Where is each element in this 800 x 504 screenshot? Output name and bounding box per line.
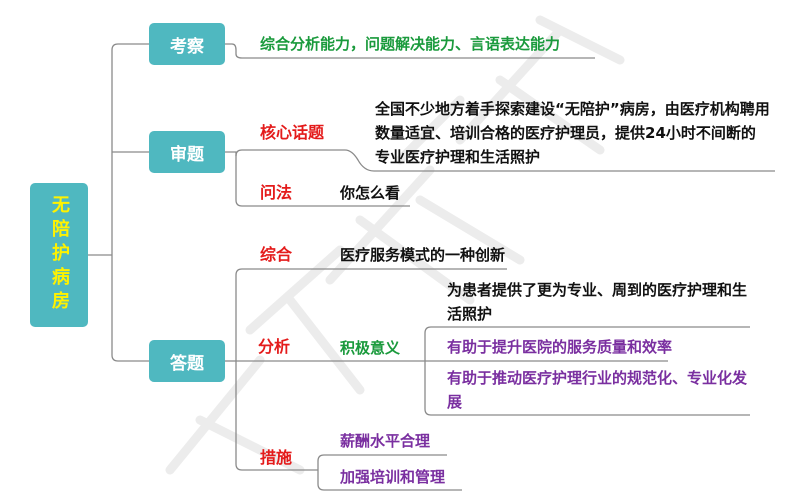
- measure-item-2: 加强培训和管理: [340, 468, 446, 486]
- core-topic-label: 核心话题: [260, 123, 325, 142]
- node-kaocha[interactable]: 考察: [149, 23, 225, 65]
- analysis-sub-label: 积极意义: [340, 339, 401, 357]
- analysis-point-3: 有助于推动医疗护理行业的规范化、专业化发展: [447, 369, 748, 411]
- analysis-label: 分析: [258, 337, 291, 356]
- measure-item-1: 薪酬水平合理: [340, 432, 431, 450]
- summary-content: 医疗服务模式的一种创新: [340, 246, 506, 264]
- root-node[interactable]: 无陪护病房: [30, 183, 88, 327]
- measures-label: 措施: [260, 448, 293, 467]
- core-topic-content: 全国不少地方着手探索建设“无陪护”病房，由医疗机构聘用数量适宜、培训合格的医疗护…: [375, 100, 770, 166]
- node-shenti[interactable]: 审题: [149, 131, 225, 173]
- summary-label: 综合: [260, 245, 293, 264]
- question-content: 你怎么看: [340, 184, 401, 202]
- analysis-point-2: 有助于提升医院的服务质量和效率: [447, 338, 673, 356]
- question-label: 问法: [260, 183, 293, 202]
- kaocha-content: 综合分析能力，问题解决能力、言语表达能力: [260, 35, 561, 53]
- node-dati[interactable]: 答题: [149, 340, 225, 382]
- analysis-point-1: 为患者提供了更为专业、周到的医疗护理和生活照护: [447, 281, 748, 323]
